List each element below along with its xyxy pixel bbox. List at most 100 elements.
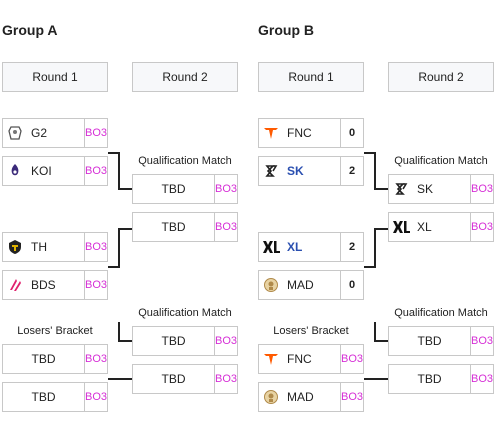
series-format: BO3 <box>84 271 107 299</box>
match-slot-tbd[interactable]: TBD BO3 <box>132 212 238 242</box>
losers-bracket-label: Losers' Bracket <box>17 325 93 337</box>
bracket-connector <box>374 228 376 268</box>
series-format: BO3 <box>214 213 237 241</box>
match-slot-fnc[interactable]: FNC 0 <box>258 118 364 148</box>
team-name: TBD <box>161 334 186 348</box>
team-name: XL <box>287 240 303 254</box>
series-format: BO3 <box>214 175 237 203</box>
team-name: TBD <box>31 352 56 366</box>
match-slot-g2[interactable]: G2 BO3 <box>2 118 108 148</box>
bracket-connector <box>364 378 388 380</box>
team-name: MAD <box>287 390 314 404</box>
match-score: 2 <box>340 157 363 185</box>
series-format: BO3 <box>470 365 493 393</box>
bracket-connector <box>374 340 388 342</box>
qualification-match-label: Qualification Match <box>138 155 232 167</box>
bracket-connector <box>118 228 132 230</box>
match-score: 0 <box>340 119 363 147</box>
group-b-title: Group B <box>258 22 314 38</box>
team-name: KOI <box>31 164 52 178</box>
team-name: MAD <box>287 278 314 292</box>
match-slot-tbd[interactable]: TBD BO3 <box>388 326 494 356</box>
team-name: TH <box>31 240 47 254</box>
match-slot-sk[interactable]: SK BO3 <box>388 174 494 204</box>
bracket-connector <box>108 152 120 154</box>
team-name: TBD <box>31 390 56 404</box>
bracket-connector <box>118 322 120 342</box>
series-format: BO3 <box>470 327 493 355</box>
series-format: BO3 <box>84 119 107 147</box>
bracket-connector <box>118 188 132 190</box>
qualification-match-label: Qualification Match <box>394 155 488 167</box>
match-slot-tbd[interactable]: TBD BO3 <box>132 326 238 356</box>
series-format: BO3 <box>470 175 493 203</box>
bracket-connector <box>364 266 376 268</box>
xl-logo-icon <box>259 233 283 261</box>
match-slot-mad[interactable]: MAD 0 <box>258 270 364 300</box>
team-name: SK <box>417 182 434 196</box>
team-name: TBD <box>161 372 186 386</box>
round-label: Round 1 <box>288 70 334 84</box>
series-format: BO3 <box>84 157 107 185</box>
series-format: BO3 <box>214 365 237 393</box>
match-slot-koi[interactable]: KOI BO3 <box>2 156 108 186</box>
team-name: TBD <box>161 220 186 234</box>
sk-logo-icon <box>259 157 283 185</box>
bracket-connector <box>118 228 120 268</box>
bracket-connector <box>108 266 120 268</box>
xl-logo-icon <box>389 213 413 241</box>
match-slot-sk[interactable]: SK 2 <box>258 156 364 186</box>
match-slot-xl[interactable]: XL 2 <box>258 232 364 262</box>
match-slot-bds[interactable]: BDS BO3 <box>2 270 108 300</box>
match-slot-mad[interactable]: MAD BO3 <box>258 382 364 412</box>
match-slot-tbd[interactable]: TBD BO3 <box>2 382 108 412</box>
group-a-round2-header: Round 2 <box>132 62 238 92</box>
round-label: Round 1 <box>32 70 78 84</box>
team-name: BDS <box>31 278 56 292</box>
bracket-connector <box>374 322 376 342</box>
bracket-connector <box>374 228 388 230</box>
series-format: BO3 <box>470 213 493 241</box>
match-slot-tbd[interactable]: TBD BO3 <box>388 364 494 394</box>
bracket-connector <box>108 378 132 380</box>
match-slot-tbd[interactable]: TBD BO3 <box>2 344 108 374</box>
group-a-round1-header: Round 1 <box>2 62 108 92</box>
group-b-round2-header: Round 2 <box>388 62 494 92</box>
series-format: BO3 <box>84 345 107 373</box>
match-slot-fnc[interactable]: FNC BO3 <box>258 344 364 374</box>
bracket-connector <box>118 152 120 190</box>
fnc-logo-icon <box>259 345 283 373</box>
bracket-connector <box>374 188 388 190</box>
series-format: BO3 <box>84 233 107 261</box>
bracket-connector <box>364 152 376 154</box>
koi-logo-icon <box>3 157 27 185</box>
th-logo-icon <box>3 233 27 261</box>
qualification-match-label: Qualification Match <box>394 307 488 319</box>
bracket-connector <box>118 340 132 342</box>
series-format: BO3 <box>214 327 237 355</box>
series-format: BO3 <box>340 345 363 373</box>
group-a-title: Group A <box>2 22 58 38</box>
match-slot-xl[interactable]: XL BO3 <box>388 212 494 242</box>
team-name: TBD <box>417 372 442 386</box>
mad-logo-icon <box>259 271 283 299</box>
team-name: SK <box>287 164 304 178</box>
team-name: XL <box>417 220 432 234</box>
sk-logo-icon <box>389 175 413 203</box>
match-slot-tbd[interactable]: TBD BO3 <box>132 364 238 394</box>
g2-logo-icon <box>3 119 27 147</box>
group-b-round1-header: Round 1 <box>258 62 364 92</box>
match-slot-tbd[interactable]: TBD BO3 <box>132 174 238 204</box>
series-format: BO3 <box>340 383 363 411</box>
match-score: 0 <box>340 271 363 299</box>
team-name: TBD <box>161 182 186 196</box>
match-score: 2 <box>340 233 363 261</box>
team-name: TBD <box>417 334 442 348</box>
match-slot-th[interactable]: TH BO3 <box>2 232 108 262</box>
team-name: G2 <box>31 126 48 140</box>
qualification-match-label: Qualification Match <box>138 307 232 319</box>
series-format: BO3 <box>84 383 107 411</box>
fnc-logo-icon <box>259 119 283 147</box>
team-name: FNC <box>287 126 312 140</box>
team-name: FNC <box>287 352 312 366</box>
